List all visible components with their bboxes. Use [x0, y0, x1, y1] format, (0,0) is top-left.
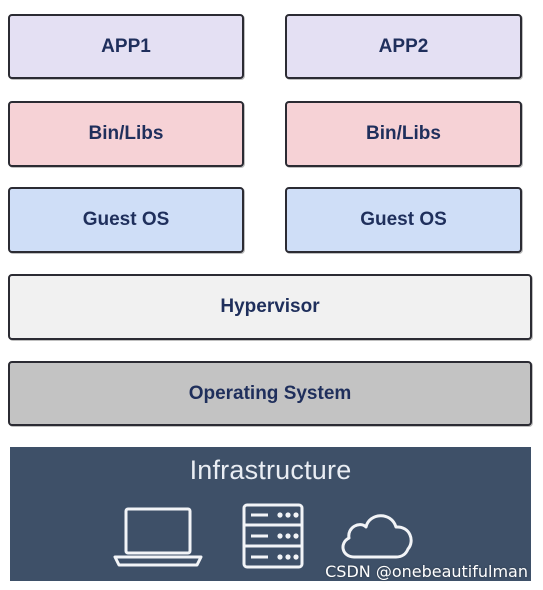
- cloud-icon: [341, 514, 413, 559]
- guest-os-left-box: Guest OS: [8, 187, 244, 253]
- app1-label: APP1: [101, 35, 151, 57]
- bin-libs-left-label: Bin/Libs: [88, 123, 164, 144]
- bin-libs-left-box: Bin/Libs: [8, 101, 244, 167]
- bin-libs-right-label: Bin/Libs: [366, 123, 441, 144]
- infrastructure-panel: Infrastructure: [10, 447, 531, 581]
- operating-system-box: Operating System: [8, 361, 532, 426]
- app2-label: APP2: [378, 35, 429, 57]
- app2-box: APP2: [285, 14, 522, 79]
- bin-libs-right-box: Bin/Libs: [285, 101, 522, 167]
- laptop-icon: [113, 507, 203, 567]
- infrastructure-title: Infrastructure: [189, 455, 352, 485]
- guest-os-right-label: Guest OS: [360, 209, 447, 230]
- server-icon: [242, 503, 304, 569]
- watermark: CSDN @onebeautifulman: [325, 562, 528, 581]
- guest-os-left-label: Guest OS: [82, 209, 170, 230]
- guest-os-right-box: Guest OS: [285, 187, 522, 253]
- app1-box: APP1: [8, 14, 244, 79]
- hypervisor-label: Hypervisor: [220, 296, 320, 317]
- hypervisor-box: Hypervisor: [8, 274, 532, 340]
- operating-system-label: Operating System: [188, 382, 352, 404]
